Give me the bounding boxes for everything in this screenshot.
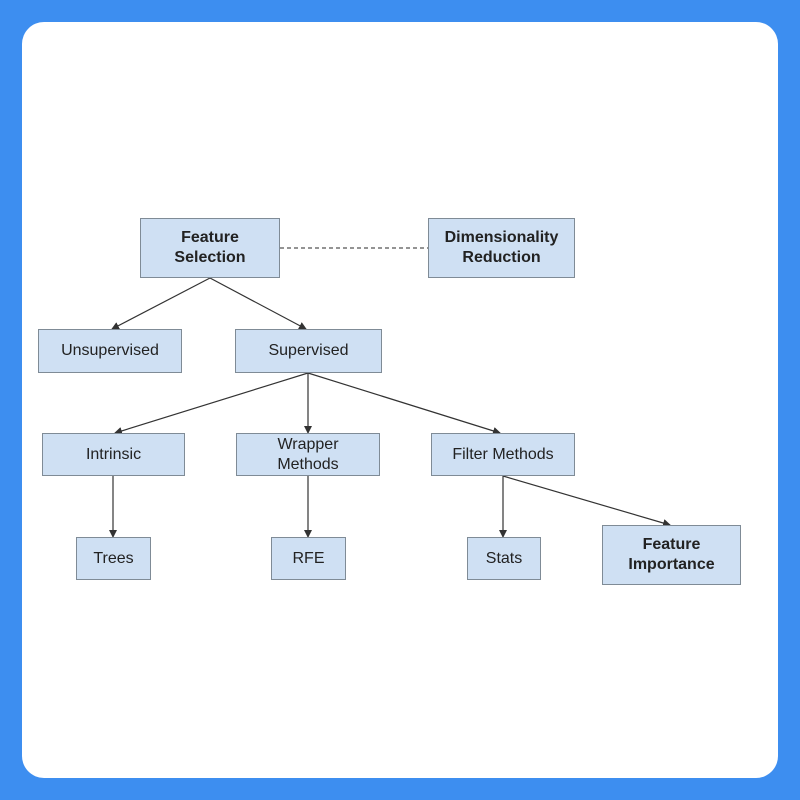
diagram-card xyxy=(22,22,778,778)
edge-supervised-to-intrinsic xyxy=(114,372,309,435)
node-trees: Trees xyxy=(76,537,151,580)
node-feature-importance: Feature Importance xyxy=(602,525,741,585)
node-dimensionality-reduction: Dimensionality Reduction xyxy=(428,218,575,278)
node-feature-selection: Feature Selection xyxy=(140,218,280,278)
node-filter-methods: Filter Methods xyxy=(431,433,575,476)
edge-feature-selection-to-supervised xyxy=(209,277,307,330)
node-supervised: Supervised xyxy=(235,329,382,373)
node-intrinsic: Intrinsic xyxy=(42,433,185,476)
edge-supervised-to-filter-methods xyxy=(307,372,501,435)
node-rfe: RFE xyxy=(271,537,346,580)
node-stats: Stats xyxy=(467,537,541,580)
edge-filter-methods-to-feature-importance xyxy=(502,475,671,527)
node-unsupervised: Unsupervised xyxy=(38,329,182,373)
edge-feature-selection-to-unsupervised xyxy=(111,277,211,330)
node-wrapper-methods: Wrapper Methods xyxy=(236,433,380,476)
